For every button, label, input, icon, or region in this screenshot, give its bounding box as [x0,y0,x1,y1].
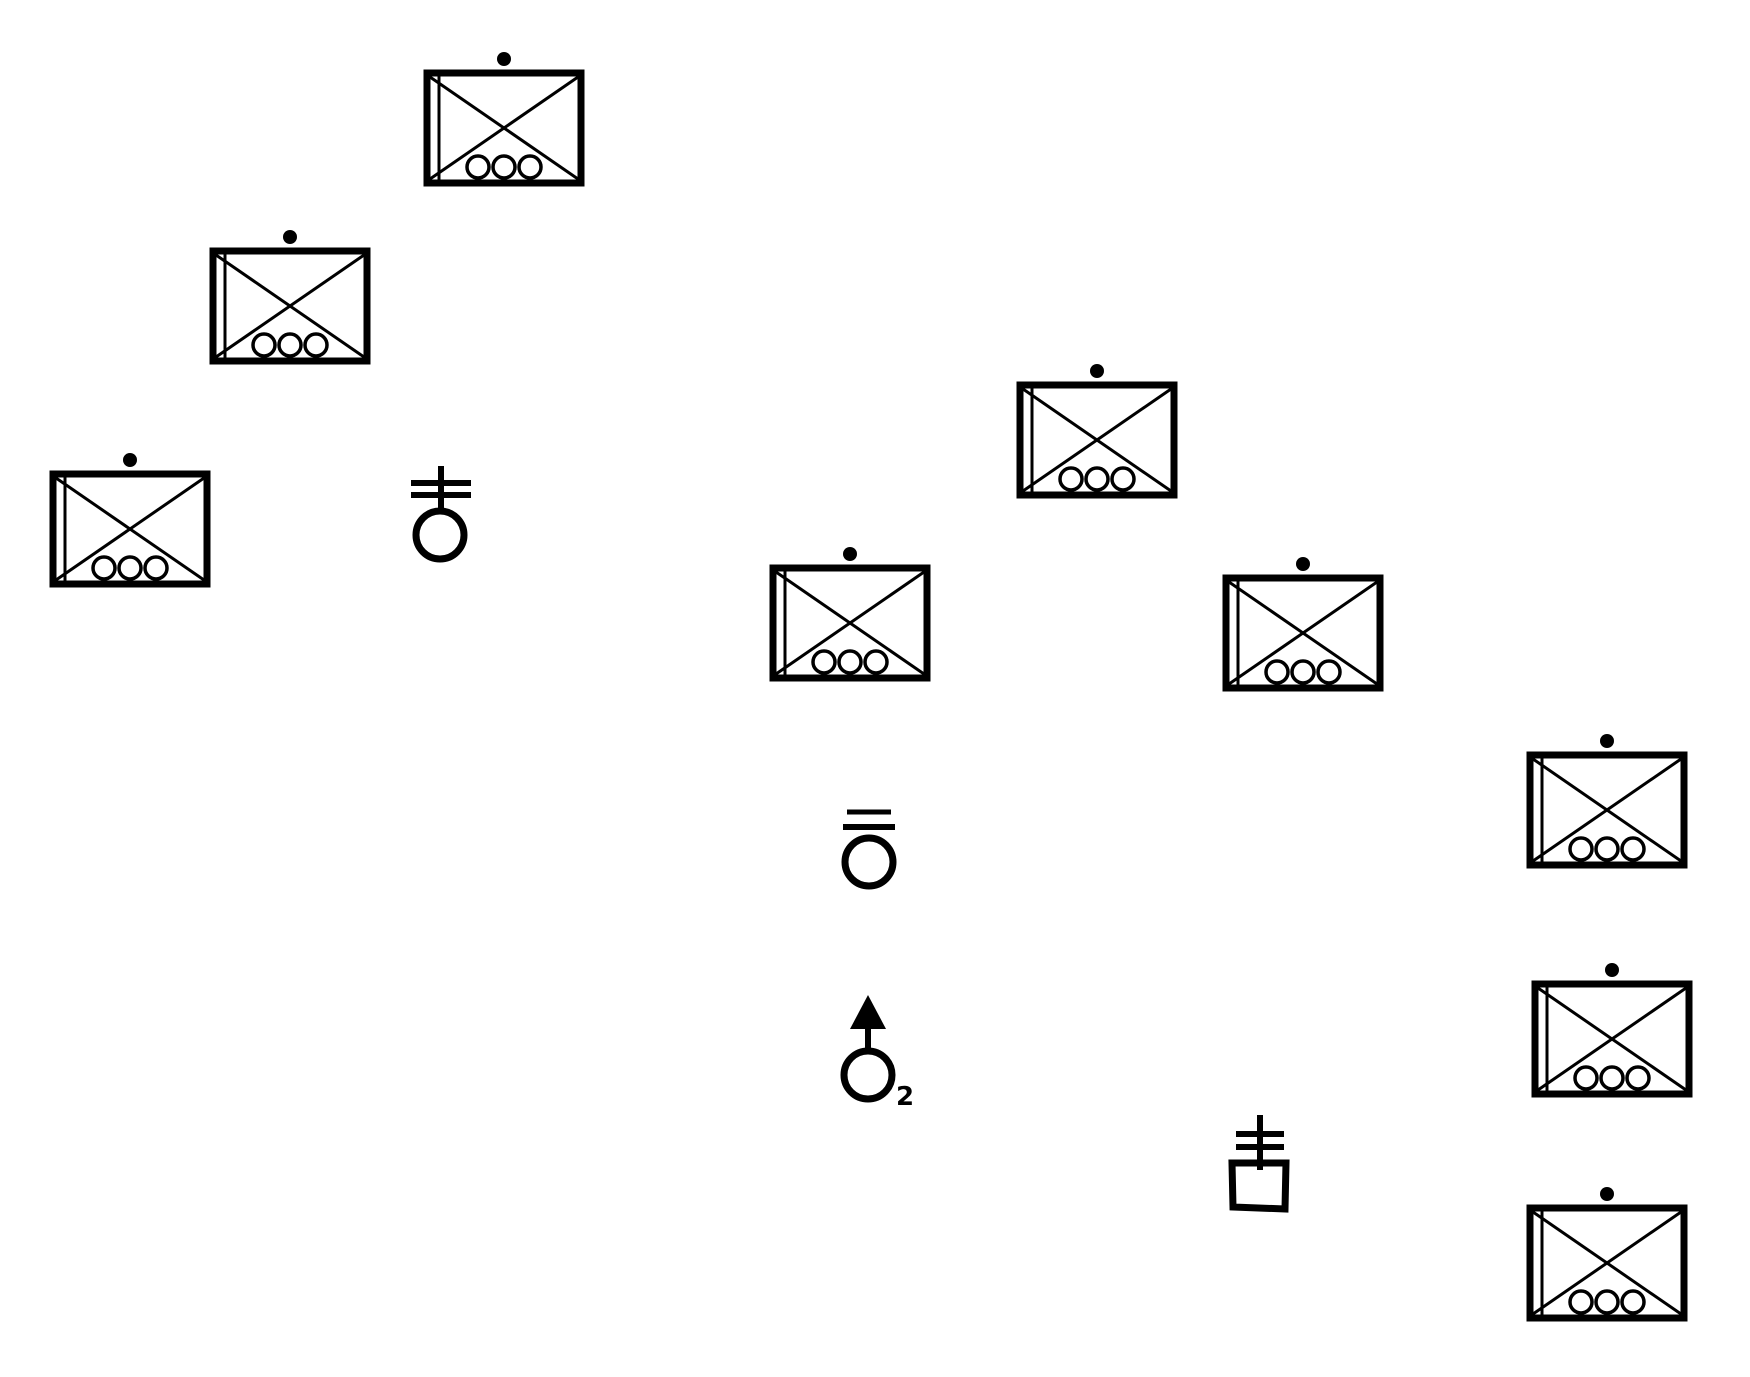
unit-symbol-1 [427,52,581,183]
unit-symbol-5 [773,547,927,678]
unit-symbol-3 [53,453,207,584]
unit-symbol-6 [1226,557,1380,688]
circle-with-arrow-icon: 2 [840,995,914,1112]
circle-with-cross-icon [411,466,471,563]
arrow-circle-subscript: 2 [896,1082,914,1112]
unit-symbol-9 [1530,1187,1684,1318]
unit-symbol-7 [1530,734,1684,865]
unit-symbol-2 [213,230,367,361]
unit-symbol-4 [1020,364,1174,495]
circle-with-bar-icon [841,809,897,890]
unit-symbol-8 [1535,963,1689,1094]
square-with-cross-icon [1228,1115,1290,1213]
